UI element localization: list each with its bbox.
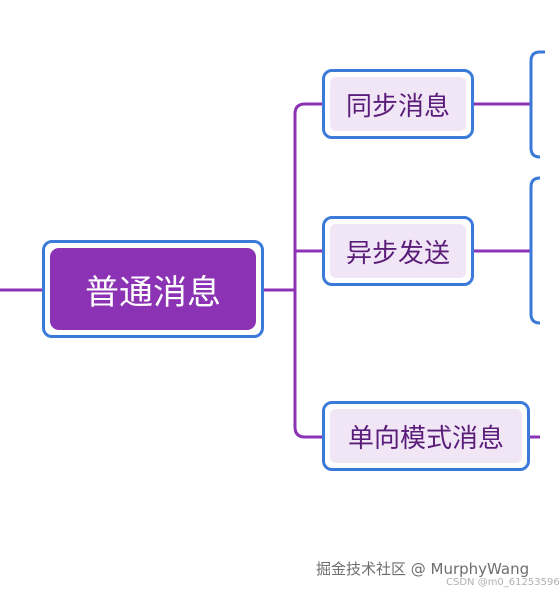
offscreen-node-2 xyxy=(529,176,541,325)
child-node-label: 异步发送 xyxy=(330,224,466,278)
watermark-csdn-text: CSDN @m0_61253596 xyxy=(446,577,560,588)
connector-lines xyxy=(0,50,545,439)
child-node-sync-message[interactable]: 同步消息 xyxy=(322,69,474,139)
connector-trunk xyxy=(293,102,323,439)
root-node[interactable]: 普通消息 xyxy=(42,240,264,338)
mind-map-canvas: 普通消息 同步消息 异步发送 单向模式消息 掘金技术社区 @ MurphyWan… xyxy=(0,50,560,588)
root-node-label: 普通消息 xyxy=(50,248,256,330)
watermark-text: 掘金技术社区 @ MurphyWang xyxy=(316,560,530,578)
child-node-oneway-message[interactable]: 单向模式消息 xyxy=(322,401,530,471)
child-node-label: 单向模式消息 xyxy=(330,409,522,463)
child-node-label: 同步消息 xyxy=(330,77,466,131)
offscreen-node-1 xyxy=(529,50,545,159)
child-node-async-send[interactable]: 异步发送 xyxy=(322,216,474,286)
